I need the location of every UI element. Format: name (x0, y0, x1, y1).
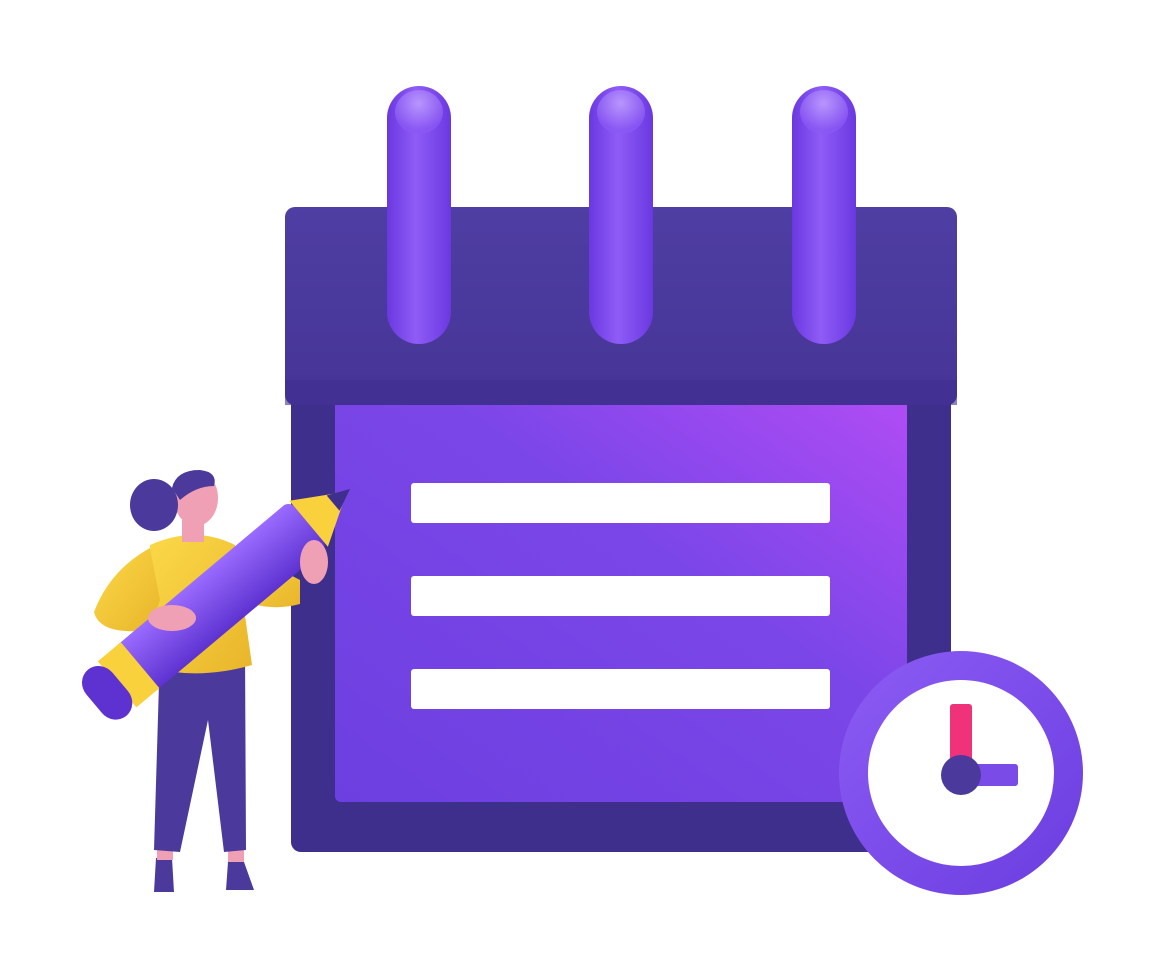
person-figure (82, 470, 350, 892)
clock-icon (839, 651, 1083, 895)
calendar-text-line (411, 483, 830, 523)
hair-bun (130, 479, 178, 531)
calendar-ring (387, 86, 451, 344)
pencil-icon (82, 489, 350, 720)
calendar-ring (589, 86, 653, 344)
calendar-icon (285, 86, 957, 852)
calendar-ring (792, 86, 856, 344)
calendar-text-line (411, 576, 830, 616)
clock-center (941, 755, 981, 795)
calendar-text-line (411, 669, 830, 709)
